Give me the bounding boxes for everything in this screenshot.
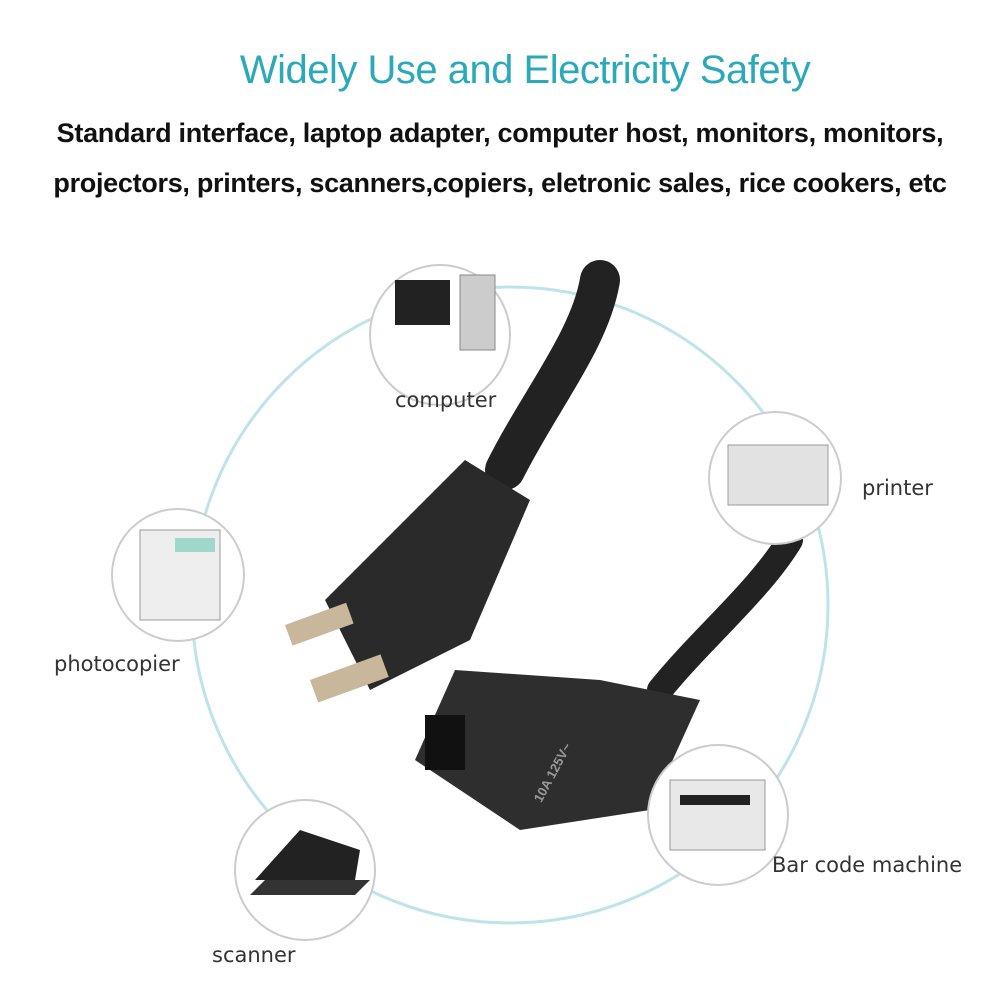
device-label-photocopier: photocopier bbox=[54, 652, 180, 676]
subtitle-line-1: Standard interface, laptop adapter, comp… bbox=[56, 118, 944, 148]
device-label-scanner: scanner bbox=[212, 943, 296, 967]
device-label-barcode: Bar code machine bbox=[772, 853, 963, 877]
page-title: Widely Use and Electricity Safety bbox=[239, 48, 811, 92]
power-cable bbox=[485, 260, 803, 703]
scanner-icon bbox=[250, 880, 370, 895]
device-label-computer: computer bbox=[395, 388, 497, 412]
printer-bubble bbox=[708, 411, 842, 545]
barcode-bubble bbox=[647, 744, 789, 886]
computer-icon bbox=[395, 280, 450, 325]
c13-connector-icon bbox=[415, 670, 700, 830]
device-label-printer: printer bbox=[862, 476, 933, 500]
computer-bubble bbox=[369, 264, 511, 406]
photocopier-bubble bbox=[111, 508, 245, 642]
barcode-printer-icon bbox=[669, 779, 766, 851]
scanner-bubble bbox=[234, 799, 376, 941]
nema-plug-icon bbox=[285, 460, 530, 703]
subtitle-line-2: projectors, printers, scanners,copiers, … bbox=[53, 168, 947, 198]
printer-icon bbox=[727, 444, 829, 506]
